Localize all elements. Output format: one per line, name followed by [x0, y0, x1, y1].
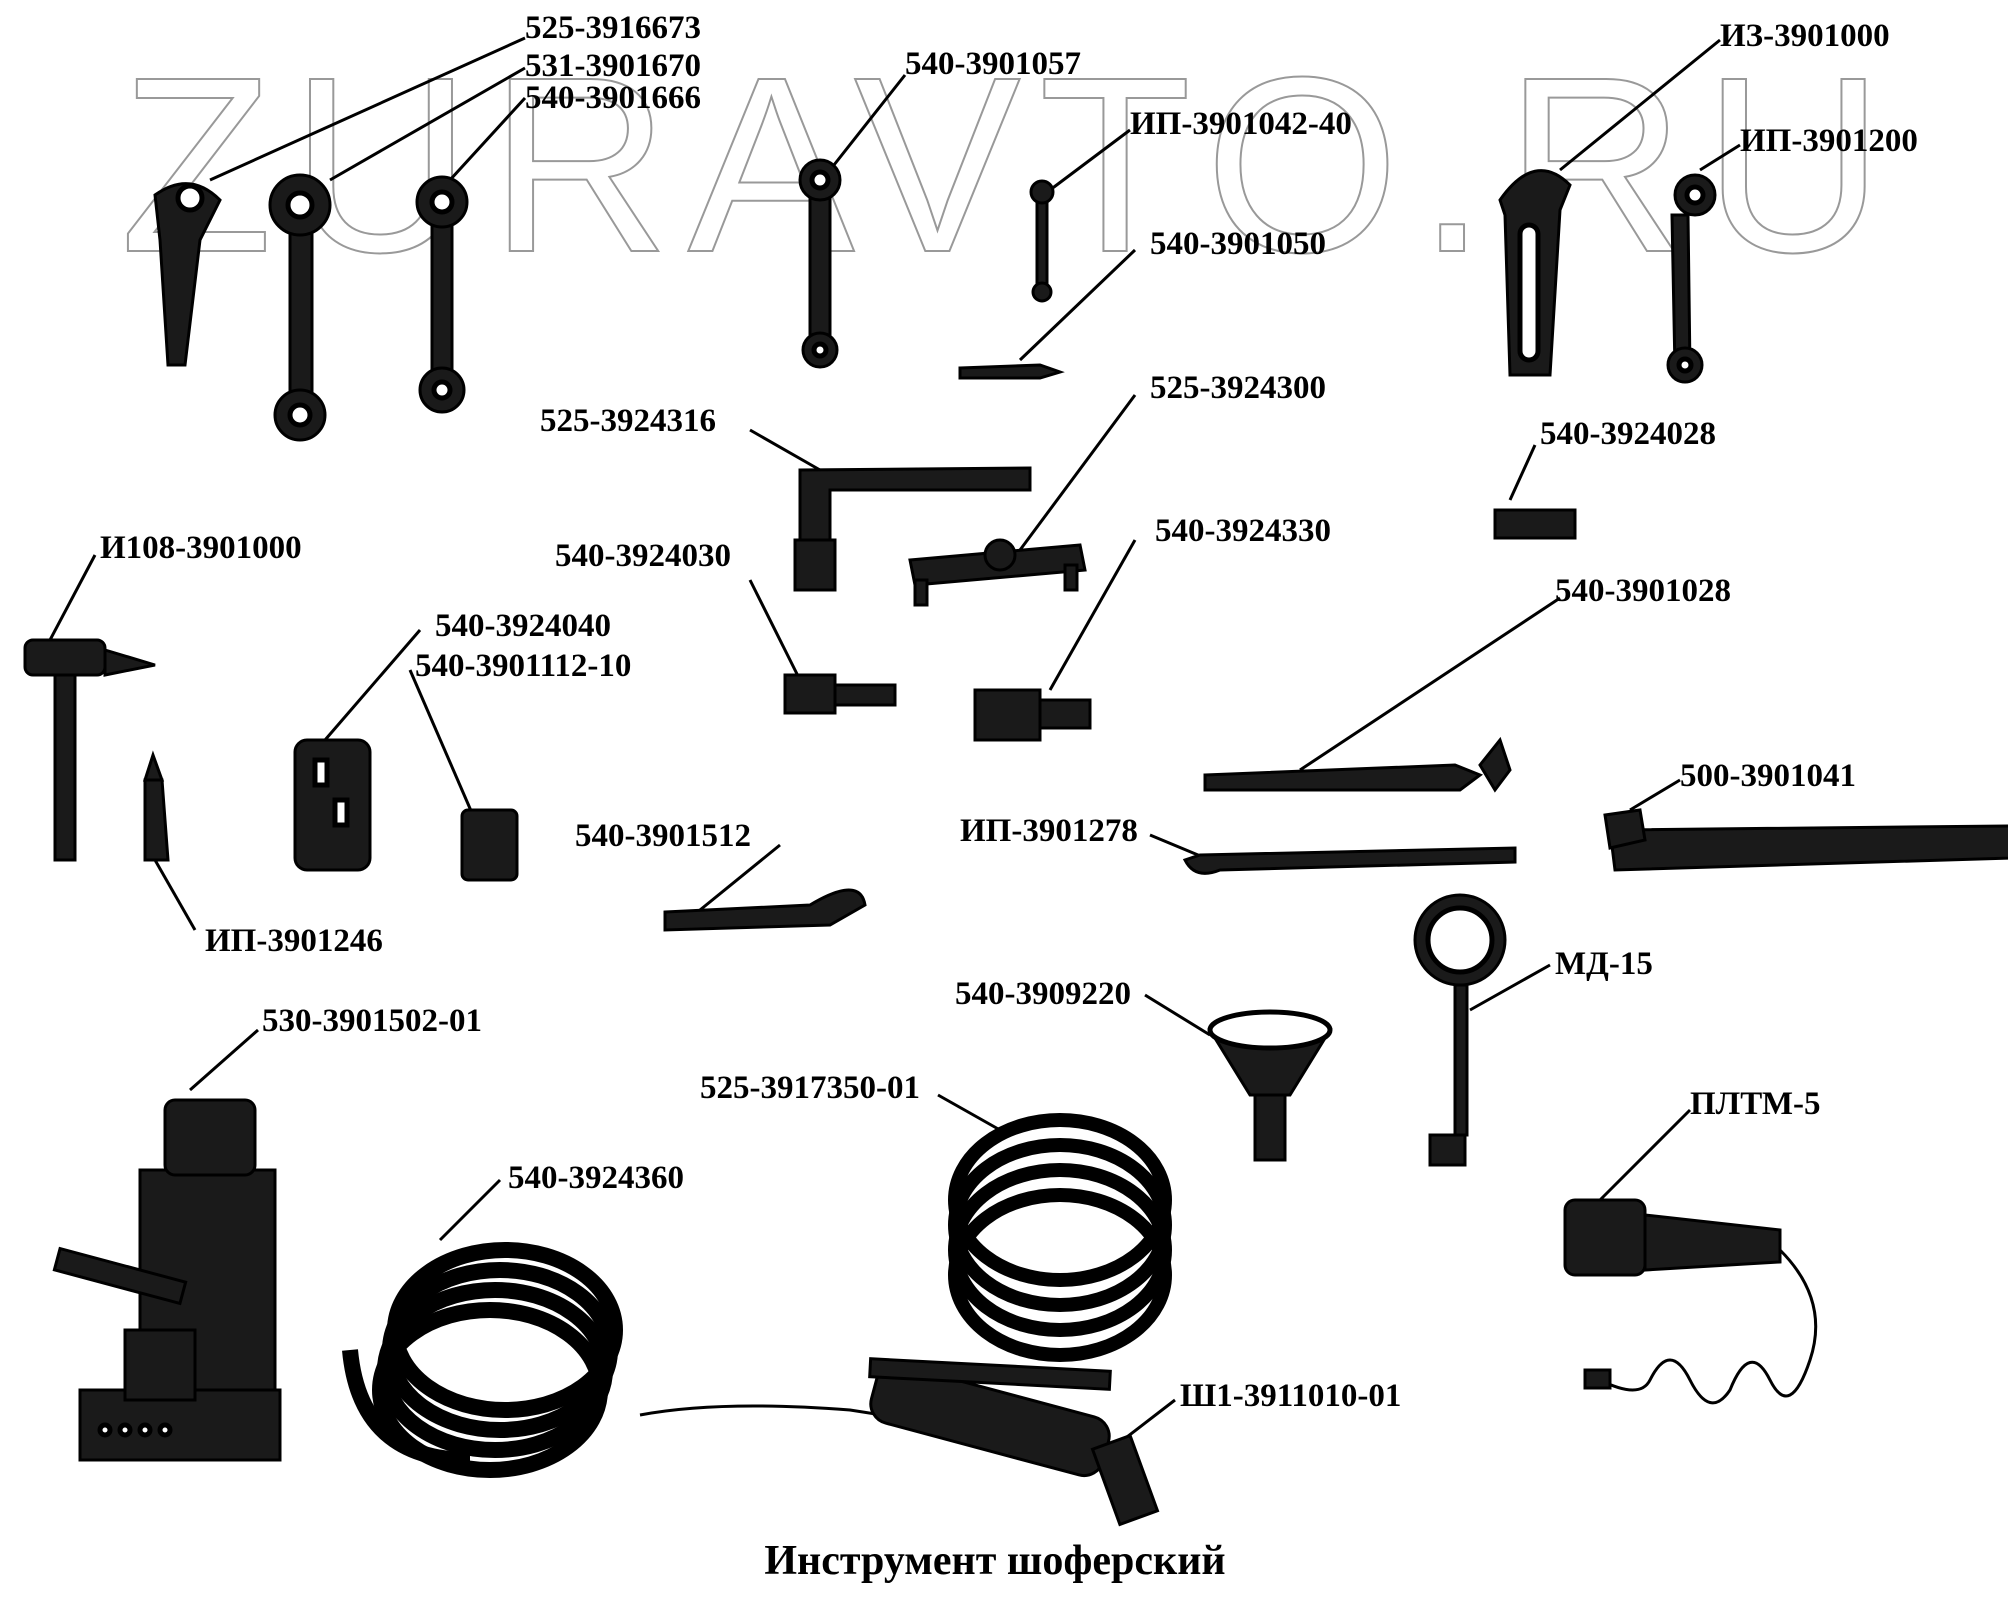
- label-540-3924360: 540-3924360: [508, 1160, 684, 1196]
- hex-socket-540-3901112-10: [460, 808, 519, 882]
- watermark: ZURAVTO.RU: [119, 25, 1902, 304]
- hose-525-3917350-01: [948, 1113, 1172, 1362]
- leader-540-3901028: [1299, 596, 1561, 772]
- screwdriver-ИП-3901246: [142, 750, 170, 862]
- jack-530-3901502-01: [52, 1098, 282, 1462]
- socket-540-3924330: [973, 688, 1092, 742]
- label-540-3924030: 540-3924030: [555, 538, 731, 574]
- lamp-ПЛТМ-5: [1563, 1198, 1818, 1405]
- funnel-540-3909220: [1207, 1009, 1333, 1162]
- label-540-3901112-10: 540-3901112-10: [415, 648, 632, 684]
- leader-525-3916673: [209, 36, 526, 182]
- hook-wrench-540-3901512: [663, 888, 867, 932]
- label-ИП-3901200: ИП-3901200: [1740, 123, 1918, 159]
- label-525-3924300: 525-3924300: [1150, 370, 1326, 406]
- leader-И108-3901000: [48, 554, 97, 641]
- label-ИП-3901246: ИП-3901246: [205, 923, 383, 959]
- label-МД-15: МД-15: [1555, 946, 1653, 982]
- label-ИП-3901278: ИП-3901278: [960, 813, 1138, 849]
- label-ИЗ-3901000: ИЗ-3901000: [1720, 18, 1890, 54]
- label-540-3924040: 540-3924040: [435, 608, 611, 644]
- label-525-3924316: 525-3924316: [540, 403, 716, 439]
- wrench-525-3916673: [153, 182, 222, 367]
- leader-540-3924330: [1048, 539, 1137, 691]
- label-525-3916673: 525-3916673: [525, 10, 701, 46]
- leader-525-3924316: [749, 428, 821, 472]
- leader-540-3901112-10: [408, 669, 477, 821]
- leader-540-3924360: [438, 1178, 502, 1242]
- label-Ш1-3911010-01: Ш1-3911010-01: [1180, 1378, 1402, 1414]
- leader-540-3901057: [828, 74, 907, 171]
- leader-540-3901512: [699, 843, 781, 912]
- leader-500-3901041: [1629, 778, 1681, 812]
- leader-525-3917350-01: [937, 1093, 1001, 1132]
- box-wrench-ИП-3901200: [1666, 173, 1717, 384]
- pressure-gauge-МД-15: [1413, 893, 1507, 1167]
- leader-540-3909220: [1144, 993, 1211, 1037]
- label-500-3901041: 500-3901041: [1680, 758, 1856, 794]
- label-540-3924330: 540-3924330: [1155, 513, 1331, 549]
- label-540-3924028: 540-3924028: [1540, 416, 1716, 452]
- label-540-3901057: 540-3901057: [905, 46, 1081, 82]
- label-540-3901512: 540-3901512: [575, 818, 751, 854]
- leader-531-3901670: [329, 66, 526, 182]
- wrench-531-3901670: [268, 173, 332, 442]
- sleeve-540-3924040: [293, 738, 372, 872]
- key-525-3924300: [908, 538, 1087, 607]
- tire-lever-ИП-3901278: [1182, 846, 1517, 875]
- l-wrench-525-3924316: [793, 466, 1032, 592]
- leader-МД-15: [1469, 963, 1551, 1012]
- leader-540-3924028: [1508, 444, 1537, 501]
- wrench-540-3901057: [798, 158, 842, 369]
- leader-525-3924300: [1018, 394, 1137, 551]
- leader-ИЗ-3901000: [1559, 38, 1721, 172]
- hammer-И108-3901000: [23, 638, 156, 862]
- label-525-3917350-01: 525-3917350-01: [700, 1070, 920, 1106]
- leader-540-3901666: [448, 96, 527, 182]
- wrench-500-3901041: [1603, 808, 2008, 872]
- leader-540-3924030: [748, 579, 802, 681]
- label-540-3901028: 540-3901028: [1555, 573, 1731, 609]
- adjustable-wrench-ИЗ-3901000: [1498, 169, 1572, 377]
- label-ИП-3901042-40: ИП-3901042-40: [1130, 106, 1352, 142]
- lever-540-3901028: [1203, 736, 1512, 793]
- label-531-3901670: 531-3901670: [525, 48, 701, 84]
- leader-ПЛТМ-5: [1598, 1108, 1692, 1202]
- leader-540-3924040: [323, 629, 422, 741]
- label-540-3901666: 540-3901666: [525, 80, 701, 116]
- leader-ИП-3901042-40: [1049, 128, 1131, 192]
- label-И108-3901000: И108-3901000: [100, 530, 302, 566]
- hose-540-3924360: [342, 1242, 623, 1478]
- figure-caption: Инструмент шоферский: [764, 1538, 1226, 1584]
- grease-gun-Ш1-3911010-01: [639, 1357, 1160, 1527]
- label-540-3901050: 540-3901050: [1150, 226, 1326, 262]
- label-ПЛТМ-5: ПЛТМ-5: [1690, 1086, 1821, 1122]
- drift-540-3901050: [958, 363, 1065, 380]
- leader-ИП-3901246: [153, 859, 197, 931]
- wrench-540-3901666: [415, 175, 469, 414]
- label-540-3909220: 540-3909220: [955, 976, 1131, 1012]
- leader-540-3901050: [1018, 248, 1137, 362]
- label-530-3901502-01: 530-3901502-01: [262, 1003, 482, 1039]
- leader-ИП-3901200: [1699, 143, 1741, 172]
- wrench-ИП-3901042-40: [1029, 179, 1055, 303]
- leader-530-3901502-01: [189, 1028, 259, 1092]
- blade-540-3924028: [1493, 508, 1577, 540]
- socket-540-3924030: [783, 673, 897, 715]
